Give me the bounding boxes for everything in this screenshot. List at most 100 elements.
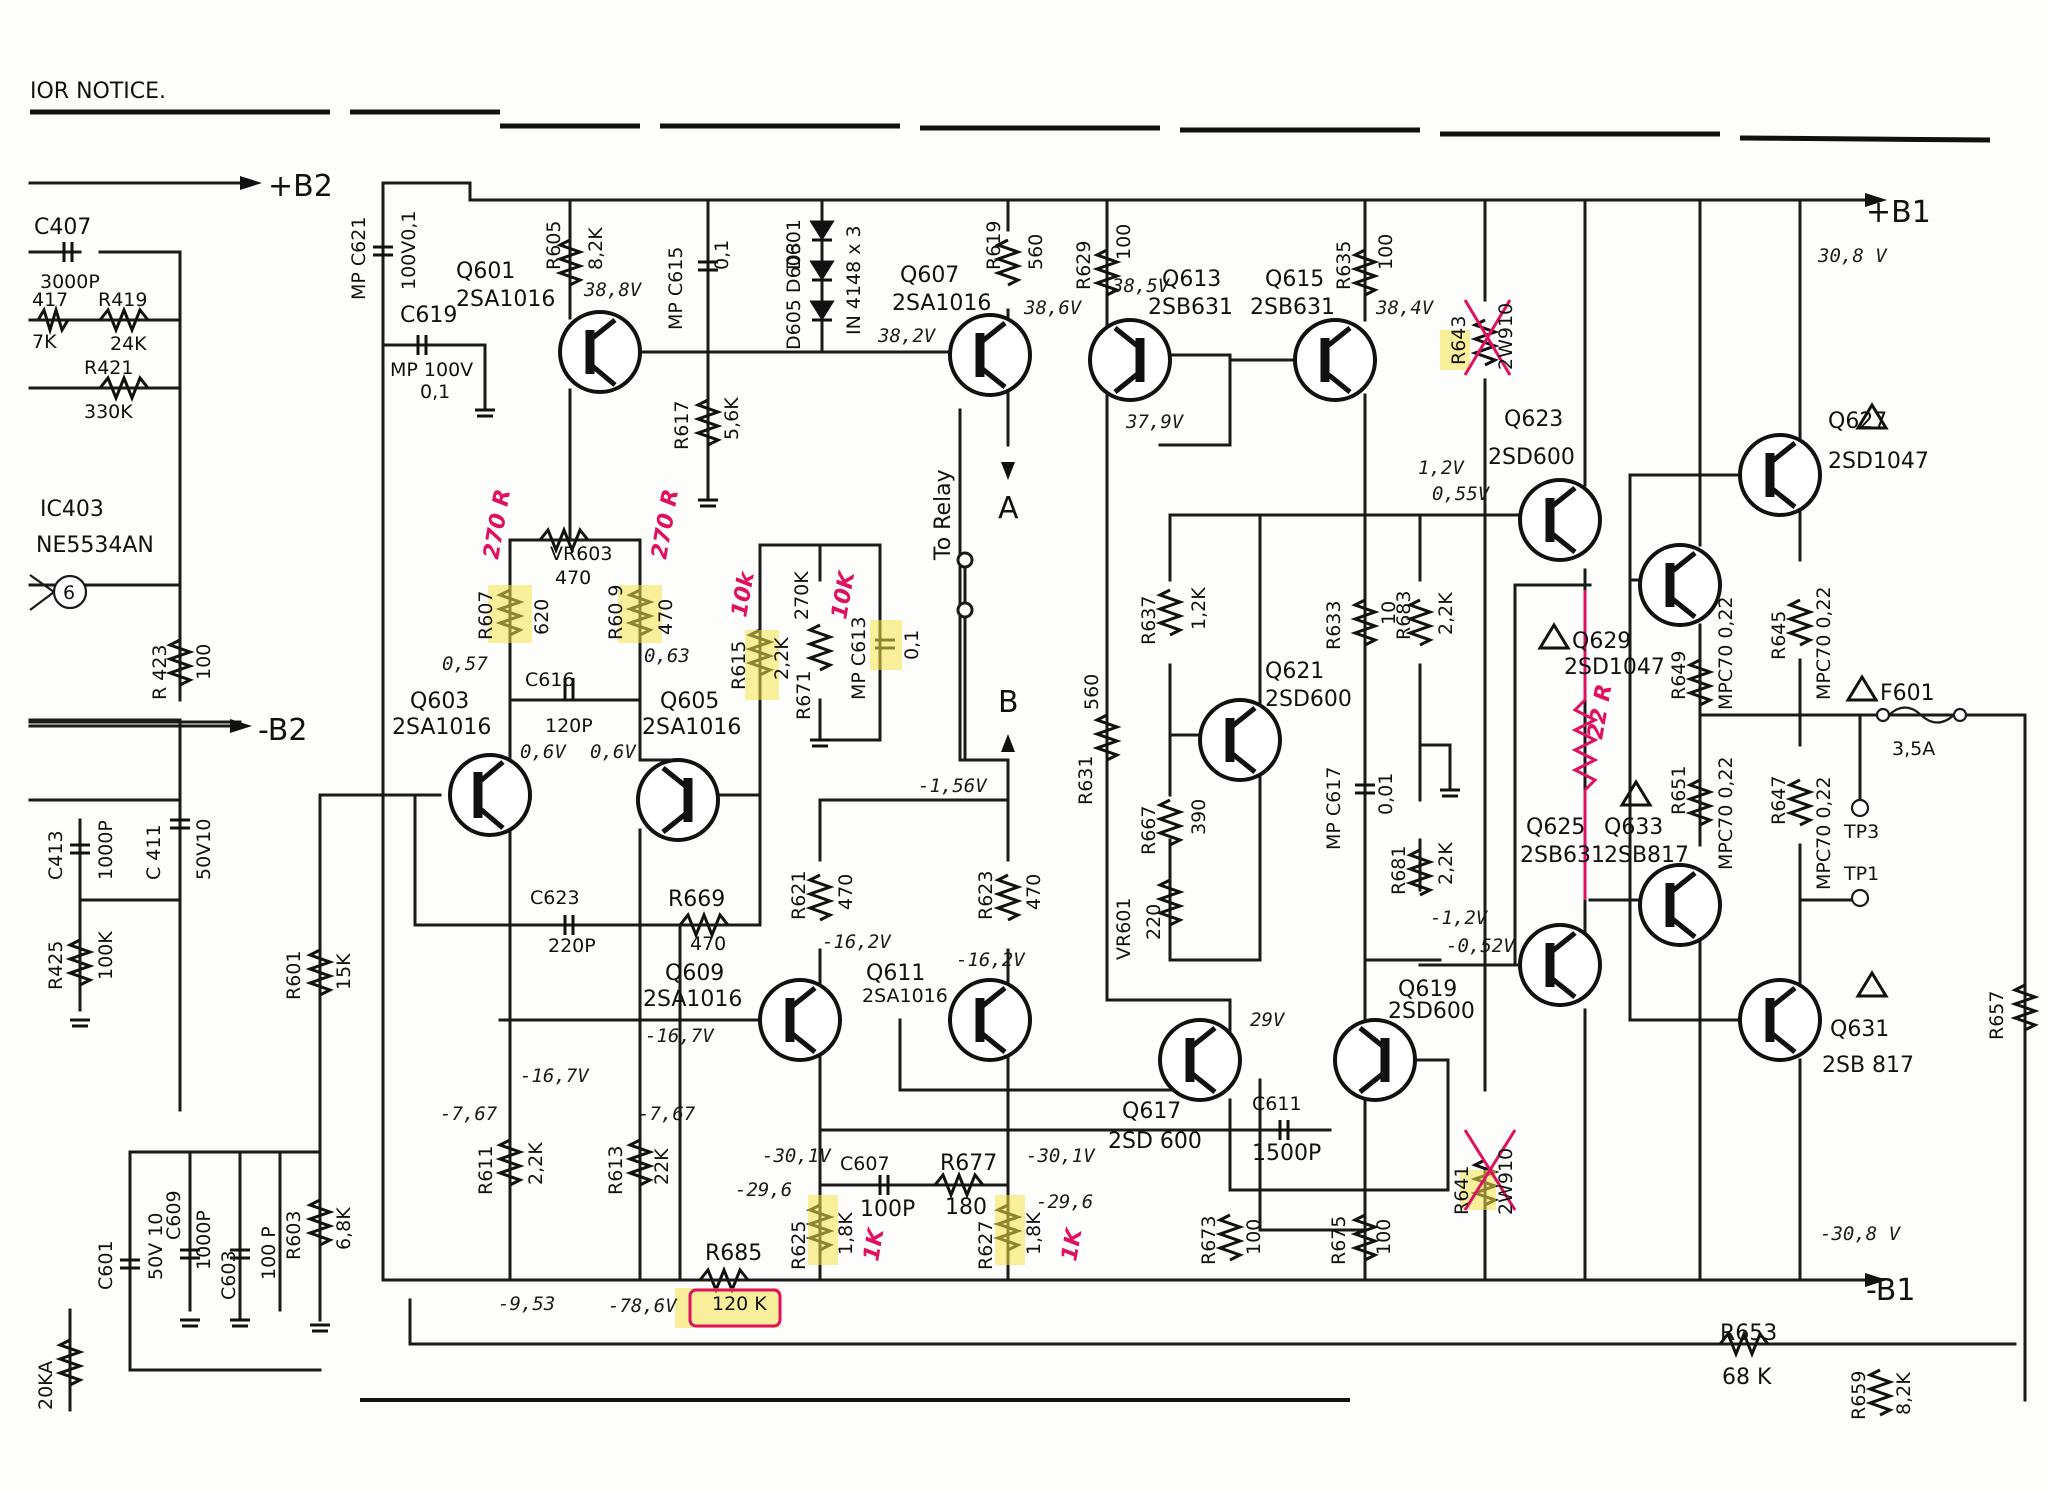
resistor-r657 <box>2010 983 2040 1032</box>
label-c609-val: 1000P <box>193 1210 215 1270</box>
label-r667-val: 390 <box>1188 799 1210 835</box>
resistor-r419 <box>98 305 150 335</box>
label-q631-type: 2SB 817 <box>1822 1053 1914 1078</box>
label-r637-ref: R637 <box>1138 596 1160 645</box>
label-q629-type: 2SD1047 <box>1564 655 1665 680</box>
label-c603-val: 100 P <box>258 1226 280 1280</box>
capacitor-c623 <box>563 915 575 935</box>
label-c609-ref: C609 <box>163 1190 185 1240</box>
label-c611-ref: C611 <box>1252 1093 1302 1115</box>
relay-switch <box>956 408 1010 762</box>
label-r635-val: 100 <box>1375 234 1397 270</box>
capacitor-c607 <box>878 1175 890 1195</box>
voltage-q613b: 37,9V <box>1125 411 1185 433</box>
warning-icon-f601 <box>1845 674 1879 702</box>
label-r677-ref: R677 <box>940 1151 997 1176</box>
label-r671-ref: R671 <box>793 671 815 720</box>
label-q619-ref: Q619 <box>1398 977 1457 1002</box>
label-point-a: A <box>998 491 1019 526</box>
resistor-r637 <box>1155 588 1185 637</box>
label-vr601-val: 220 <box>1143 904 1165 940</box>
label-c613-val: 0,1 <box>901 630 923 660</box>
label-r659-ref: R659 <box>1848 1371 1870 1420</box>
label-r607-ref: R607 <box>475 591 497 640</box>
voltage-12a: 1,2V <box>1418 457 1465 479</box>
label-r685-ref: R685 <box>705 1241 762 1266</box>
resistor-r629 <box>1092 248 1122 297</box>
label-r615-ref: R615 <box>728 641 750 690</box>
label-r621-val: 470 <box>835 874 857 910</box>
label-r671-val: 270K <box>791 571 813 620</box>
resistor-r647 <box>1785 778 1815 827</box>
label-c615-ref: MP C615 <box>665 247 687 330</box>
transistor-q633 <box>1638 863 1722 947</box>
capacitor-c617 <box>1355 783 1375 795</box>
resistor-r645 <box>1785 598 1815 647</box>
label-diode-top: D601 <box>783 219 805 270</box>
voltage-q601: 38,8V <box>583 279 643 301</box>
rail-b1-neg: -B1 <box>1866 1273 1915 1308</box>
capacitor-c611 <box>1278 1120 1290 1140</box>
label-vr601-ref: VR601 <box>1113 898 1135 960</box>
label-pot-val: 20KA <box>35 1361 57 1410</box>
label-r631-ref: R631 <box>1075 756 1097 805</box>
label-r615-val: 2,2K <box>771 637 793 680</box>
voltage-q607b: 38,2V <box>877 325 937 347</box>
label-f601-ref: F601 <box>1880 681 1935 706</box>
label-r617-val: 5,6K <box>721 397 743 440</box>
label-q617-ref: Q617 <box>1122 1099 1181 1124</box>
voltage-annotations: 38,8V 38,6V 38,2V 38,5V 38,4V 37,9V 0,57… <box>440 275 1516 1317</box>
ground-r603 <box>310 1323 330 1333</box>
label-r613-val: 22K <box>651 1148 673 1185</box>
label-r669-val: 470 <box>690 933 726 955</box>
label-r425-ref: R425 <box>45 941 67 990</box>
voltage-12b: -1,2V <box>1430 907 1489 929</box>
ground-c603 <box>230 1318 250 1328</box>
transistor-q607 <box>948 313 1032 397</box>
label-c619-ref: C619 <box>400 303 457 328</box>
label-r617-ref: R617 <box>671 401 693 450</box>
label-tp3: TP3 <box>1843 821 1879 843</box>
label-q605-type: 2SA1016 <box>642 715 741 740</box>
label-c617-ref: MP C617 <box>1323 767 1345 850</box>
test-points <box>1850 798 1870 908</box>
rail-b1-pos: +B1 <box>1866 195 1931 230</box>
annotation-r627: 1K <box>1057 1225 1088 1263</box>
label-diode-val: IN 4148 x 3 <box>843 225 865 335</box>
label-c411-ref: C 411 <box>143 824 165 880</box>
resistor-r681 <box>1405 848 1435 897</box>
label-r643-val: 2W910 <box>1495 303 1517 370</box>
label-r627-val: 1,8K <box>1023 1212 1045 1255</box>
transistor-q623 <box>1518 478 1602 562</box>
label-r423-ref: R 423 <box>149 644 171 700</box>
label-c615-val: 0,1 <box>711 240 733 270</box>
label-r611-ref: R611 <box>475 1146 497 1195</box>
label-q603-ref: Q603 <box>410 689 469 714</box>
label-r623-ref: R623 <box>975 871 997 920</box>
label-q611-ref: Q611 <box>866 961 925 986</box>
ground-q621 <box>1440 788 1460 798</box>
label-q633-ref: Q633 <box>1604 815 1663 840</box>
label-q627-type: 2SD1047 <box>1828 449 1929 474</box>
capacitor-c616 <box>563 678 575 700</box>
label-r685-val: 120 K <box>712 1293 767 1315</box>
voltage-156: -1,56V <box>918 775 988 797</box>
resistor-vr601 <box>1155 878 1185 927</box>
label-r659-val: 8,2K <box>1893 1372 1915 1415</box>
voltage-296a: -29,6 <box>735 1179 792 1201</box>
label-q623-type: 2SD600 <box>1488 445 1575 470</box>
rail-b2-pos: +B2 <box>268 169 333 204</box>
resistor-r601 <box>305 948 335 997</box>
label-r675-ref: R675 <box>1328 1216 1350 1265</box>
label-r645-ref: R645 <box>1768 611 1790 660</box>
label-q615-ref: Q615 <box>1265 267 1324 292</box>
label-vr603-val: 470 <box>555 567 591 589</box>
label-r619-val: 560 <box>1025 234 1047 270</box>
label-r421-val: 330K <box>84 401 133 423</box>
label-r423-val: 100 <box>193 644 215 680</box>
ground-c619 <box>475 408 495 418</box>
voltage-q605: 0,63 <box>644 645 690 667</box>
label-r649-val: MPC70 0,22 <box>1715 596 1737 710</box>
label-q617-type: 2SD 600 <box>1108 1129 1202 1154</box>
